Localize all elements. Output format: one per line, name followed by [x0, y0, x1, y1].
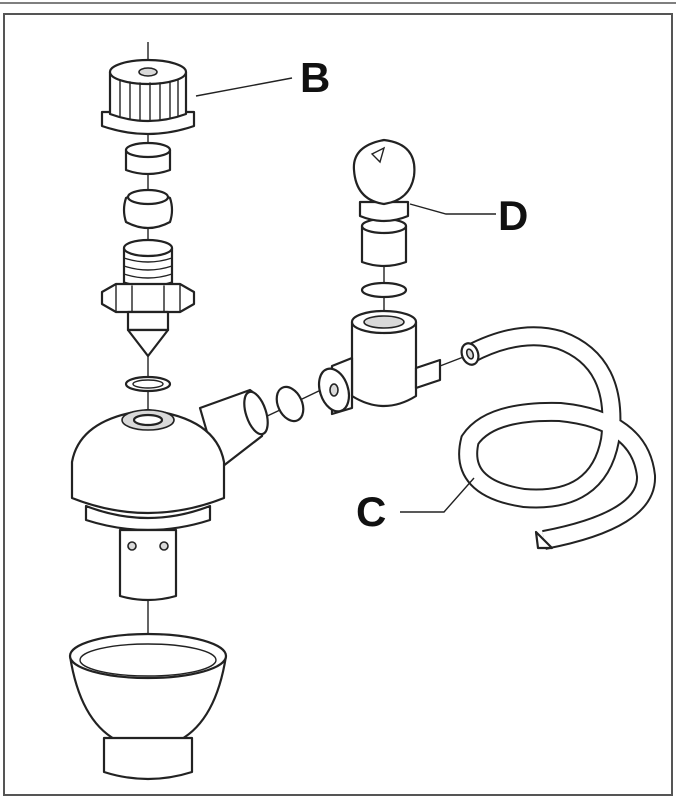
hose-part — [458, 326, 656, 550]
o-ring-side — [275, 385, 305, 423]
o-ring-upper — [124, 375, 172, 393]
callout-c: C — [356, 488, 386, 535]
callout-b: B — [300, 54, 330, 101]
leader-d — [409, 203, 496, 215]
valve-part — [352, 138, 416, 268]
assembly-axis-lines — [147, 42, 467, 648]
nozzle-body-part — [100, 238, 196, 358]
callout-d: D — [498, 192, 528, 239]
cap-part — [100, 58, 196, 136]
sleeve-part — [124, 141, 172, 176]
bowl-part — [68, 632, 228, 781]
head-body-part — [70, 388, 269, 602]
o-ring-valve — [360, 281, 408, 299]
tee-connector-part — [317, 309, 442, 416]
leader-c — [400, 477, 475, 513]
leader-b — [195, 77, 293, 97]
diagram-frame — [3, 13, 673, 796]
ball-seal-part — [122, 188, 174, 230]
